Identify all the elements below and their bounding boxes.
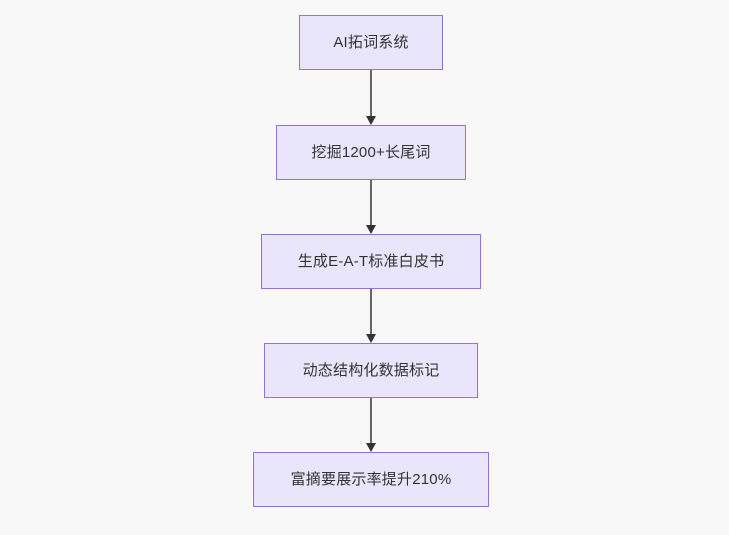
flow-node-label: 生成E-A-T标准白皮书 [297, 252, 445, 270]
flow-connector-4-to-5 [364, 398, 378, 452]
flow-connector-2-to-3 [364, 180, 378, 234]
flow-node-dynamic-structured-data-markup[interactable]: 动态结构化数据标记 [264, 343, 478, 398]
flow-connector-3-to-4 [364, 289, 378, 343]
flow-node-rich-snippet-impression-uplift[interactable]: 富摘要展示率提升210% [253, 452, 489, 507]
arrow-down-icon [366, 334, 376, 343]
flow-node-label: AI拓词系统 [333, 33, 409, 51]
flow-node-label: 富摘要展示率提升210% [290, 470, 452, 488]
connector-line [370, 289, 372, 335]
connector-line [370, 398, 372, 444]
flow-node-generate-eat-whitepaper[interactable]: 生成E-A-T标准白皮书 [261, 234, 481, 289]
arrow-down-icon [366, 116, 376, 125]
flow-node-label: 动态结构化数据标记 [302, 361, 440, 379]
flow-node-ai-keyword-system[interactable]: AI拓词系统 [299, 15, 443, 70]
connector-line [370, 70, 372, 117]
arrow-down-icon [366, 443, 376, 452]
arrow-down-icon [366, 225, 376, 234]
connector-line [370, 180, 372, 226]
flow-node-label: 挖掘1200+长尾词 [311, 143, 431, 161]
flow-node-mine-longtail-keywords[interactable]: 挖掘1200+长尾词 [276, 125, 466, 180]
flow-connector-1-to-2 [364, 70, 378, 125]
